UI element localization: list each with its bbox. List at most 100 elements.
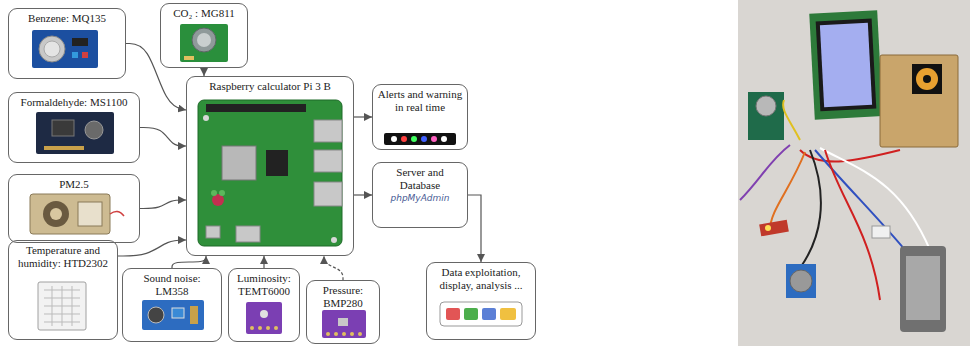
sound-sensor-icon <box>142 300 204 330</box>
formaldehyde-sensor-icon <box>36 112 114 154</box>
sensor-box: Formaldehyde: MS1100 <box>8 92 140 163</box>
pressure-sensor-icon <box>322 310 366 338</box>
hardware-photo <box>912 64 942 94</box>
pm25-sensor-icon <box>30 194 124 234</box>
luminosity-sensor-icon <box>250 326 254 330</box>
led-strip-icon <box>384 133 456 145</box>
connector-arrow <box>203 68 204 76</box>
led-strip-icon <box>431 136 437 142</box>
benzene-sensor-icon <box>32 30 98 68</box>
sensor-box: Luminosity: TEMT6000 <box>228 268 300 342</box>
hardware-photo <box>765 225 771 231</box>
pm25-sensor-icon <box>43 201 69 227</box>
hardware-photo <box>800 150 900 162</box>
dashboard-icon <box>446 308 460 320</box>
luminosity-sensor-icon <box>260 310 268 318</box>
hardware-photo <box>786 264 816 298</box>
sound-sensor-icon <box>190 306 198 324</box>
hardware-photo <box>783 100 800 140</box>
pressure-sensor-icon <box>326 332 330 336</box>
hardware-photo <box>738 0 970 346</box>
benzene-sensor-icon <box>32 30 98 68</box>
humidity-sensor-icon <box>72 286 73 326</box>
pressure-sensor-icon <box>350 332 354 336</box>
humidity-sensor-icon <box>52 286 53 326</box>
raspberry-pi-board <box>198 100 342 246</box>
raspberry-pi-board <box>203 115 209 121</box>
led-strip-icon <box>411 136 417 142</box>
raspberry-pi-board <box>219 190 225 196</box>
pm25-sensor-icon <box>30 194 110 234</box>
raspberry-pi-board <box>266 150 288 176</box>
output-box: Data exploitation, display, analysis ... <box>426 262 536 340</box>
luminosity-sensor-icon <box>274 326 278 330</box>
pressure-sensor-icon <box>358 332 362 336</box>
raspberry-pi-board <box>211 190 217 196</box>
sound-sensor-icon <box>148 307 164 323</box>
box-label: Alerts and warning in real time <box>377 88 463 113</box>
raspberry-pi-board <box>198 100 342 246</box>
pressure-sensor-icon <box>322 310 366 338</box>
pressure-sensor-icon <box>334 332 338 336</box>
led-strip-icon <box>384 133 456 145</box>
co2-sensor-icon <box>192 28 216 52</box>
connector-arrow <box>468 195 481 262</box>
raspberry-pi-board <box>314 120 342 142</box>
hardware-photo <box>759 220 789 237</box>
connector-arrow <box>140 200 186 209</box>
hardware-photo <box>825 150 880 300</box>
connector-arrow <box>263 256 264 268</box>
raspberry-pi-board <box>206 104 306 112</box>
hardware-photo <box>820 148 930 250</box>
co2-sensor-icon <box>180 24 228 62</box>
box-label: Raspberry calculator Pi 3 B <box>191 80 349 93</box>
raspberry-pi-board <box>222 146 256 180</box>
luminosity-sensor-icon <box>266 326 270 330</box>
humidity-sensor-icon <box>62 286 63 326</box>
co2-sensor-icon <box>197 33 211 47</box>
luminosity-sensor-icon <box>246 302 282 334</box>
sound-sensor-icon <box>172 308 184 318</box>
benzene-sensor-icon <box>72 52 78 58</box>
dashboard-icon <box>440 302 522 326</box>
sound-sensor-icon <box>142 300 204 330</box>
controller-box: Raspberry calculator Pi 3 B <box>186 76 354 256</box>
formaldehyde-sensor-icon <box>85 121 103 139</box>
hardware-photo <box>756 96 776 116</box>
box-label: Sound noise: LM358 <box>127 272 217 297</box>
box-label: CO₂ : MG811 <box>165 7 243 20</box>
box-label: Data exploitation, display, analysis ... <box>431 266 531 291</box>
hardware-photo <box>800 150 821 268</box>
pressure-sensor-icon <box>342 332 346 336</box>
benzene-sensor-icon <box>39 36 65 62</box>
box-label: Temperature and humidity: HTD2302 <box>13 244 113 269</box>
connector-arrow <box>354 116 372 117</box>
hardware-photo <box>906 256 940 320</box>
co2-sensor-icon <box>184 56 194 60</box>
hardware-photo <box>740 145 790 200</box>
logo-text: phpMyAdmin <box>377 193 463 203</box>
hardware-photo <box>815 150 905 250</box>
box-label: Pressure: BMP280 <box>311 284 375 309</box>
hardware-photo <box>790 270 812 292</box>
database-box: Server and DatabasephpMyAdmin <box>372 162 468 228</box>
connector-arrow <box>324 256 343 280</box>
box-label: Luminosity: TEMT6000 <box>233 272 295 297</box>
raspberry-pi-board <box>206 226 220 238</box>
hardware-photo <box>816 19 877 112</box>
hardware-photo <box>820 23 872 107</box>
led-strip-icon <box>391 136 397 142</box>
hardware-photo <box>916 68 938 90</box>
formaldehyde-sensor-icon <box>36 112 114 154</box>
benzene-sensor-icon <box>82 52 88 58</box>
raspberry-pi-board <box>331 237 337 243</box>
humidity-sensor-icon <box>38 282 86 330</box>
hardware-photo <box>900 246 946 332</box>
connector-arrow <box>140 128 186 147</box>
dashboard-icon <box>440 302 522 326</box>
hardware-photo <box>880 55 958 147</box>
pm25-sensor-icon <box>110 211 124 216</box>
